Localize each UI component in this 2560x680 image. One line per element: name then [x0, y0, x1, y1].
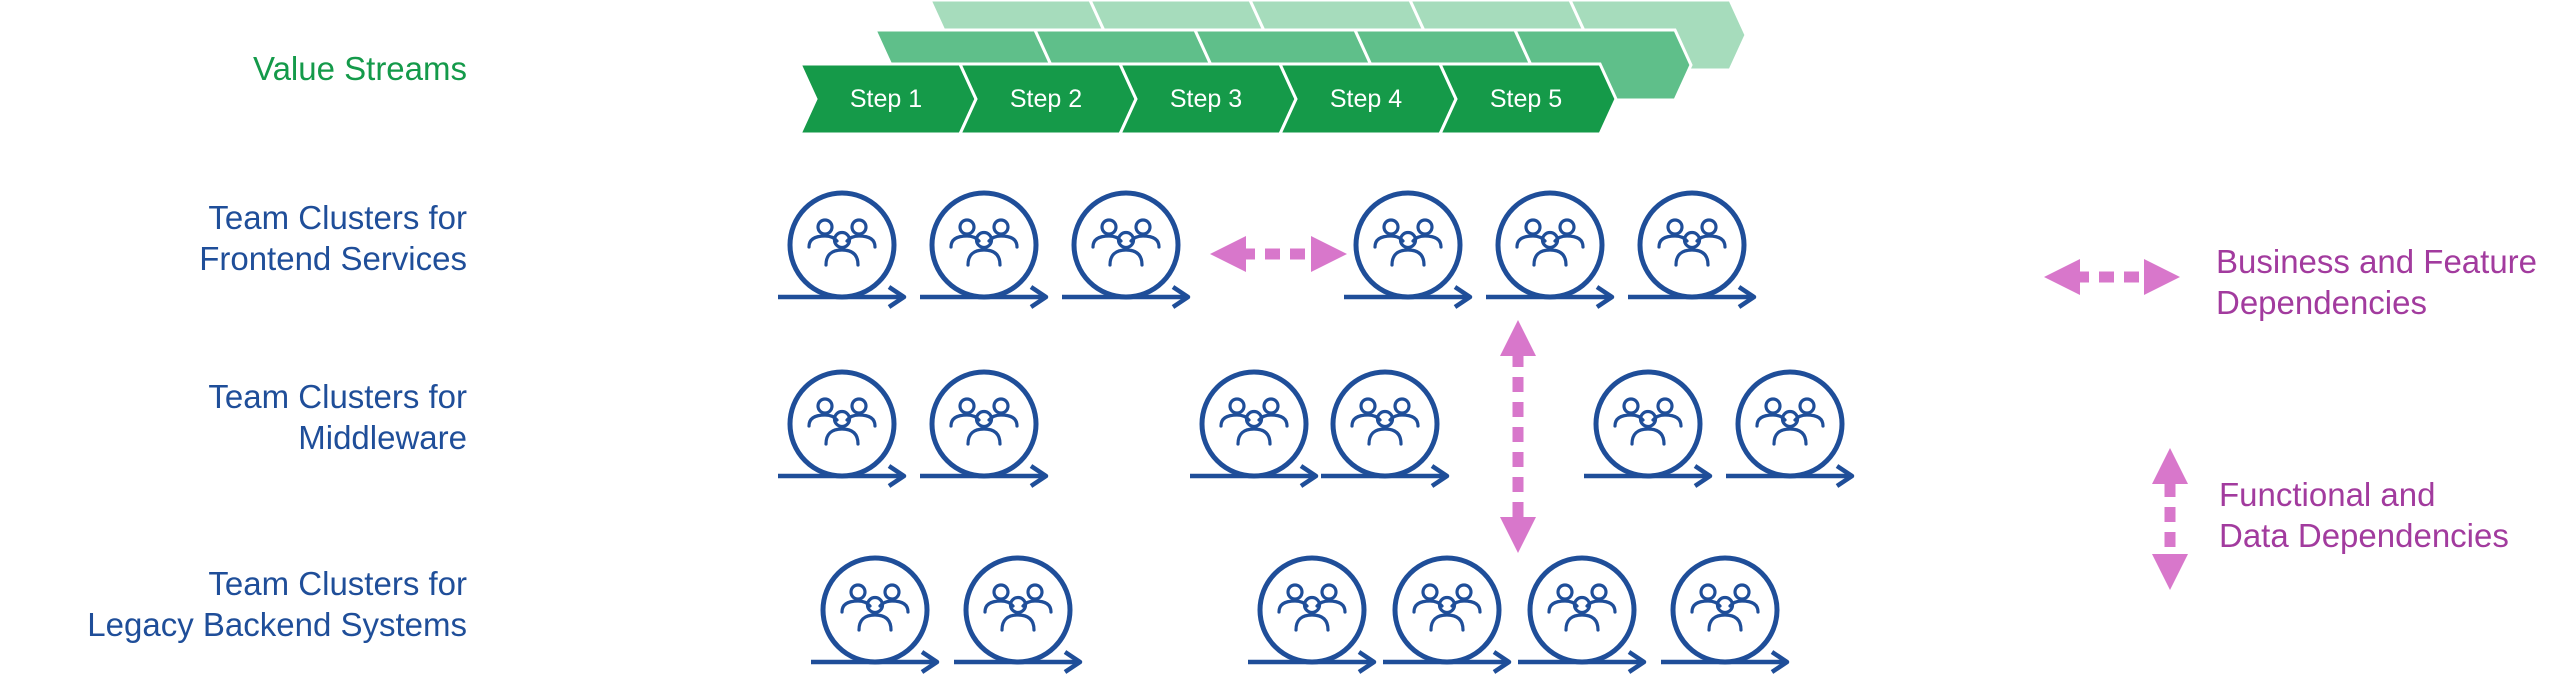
step-label-3: Step 3	[1169, 85, 1243, 113]
legend-horizontal-arrow-icon	[2044, 259, 2180, 295]
step-label-2: Step 2	[1009, 85, 1083, 113]
team-icon	[1628, 193, 1754, 307]
step-label-5: Step 5	[1489, 85, 1563, 113]
legend-business-line2: Dependencies	[2216, 284, 2427, 321]
team-icon	[1062, 193, 1188, 307]
team-icon	[1518, 558, 1644, 672]
legend-business: Business and Feature Dependencies	[2216, 241, 2537, 323]
middleware-label: Team Clusters for Middleware	[208, 376, 467, 458]
legacy-label: Team Clusters for Legacy Backend Systems	[87, 563, 467, 645]
frontend-label: Team Clusters for Frontend Services	[199, 197, 467, 279]
legend-functional-line1: Functional and	[2219, 476, 2436, 513]
team-icon	[778, 372, 904, 486]
functional-dependency-arrow	[1500, 320, 1536, 553]
value-stream-layer-front	[797, 62, 1618, 136]
team-icon	[1248, 558, 1374, 672]
team-icon	[954, 558, 1080, 672]
team-icon	[1726, 372, 1852, 486]
step-label-1: Step 1	[849, 85, 923, 113]
team-icon	[1584, 372, 1710, 486]
team-icon	[1321, 372, 1447, 486]
legend-business-line1: Business and Feature	[2216, 243, 2538, 280]
legend-vertical-arrow-icon	[2152, 448, 2188, 590]
team-icon	[920, 372, 1046, 486]
team-icon	[778, 193, 904, 307]
middleware-label-line2: Middleware	[298, 419, 467, 456]
team-icon	[1661, 558, 1787, 672]
step-chevron-5	[1437, 62, 1618, 136]
legacy-label-line2: Legacy Backend Systems	[87, 606, 467, 643]
team-icon	[1344, 193, 1470, 307]
legacy-label-line1: Team Clusters for	[208, 565, 467, 602]
value-streams-label: Value Streams	[253, 48, 467, 89]
team-icon	[811, 558, 937, 672]
legend-functional-line2: Data Dependencies	[2219, 517, 2509, 554]
frontend-label-line1: Team Clusters for	[208, 199, 467, 236]
step-label-4: Step 4	[1329, 85, 1403, 113]
value-streams-label-text: Value Streams	[253, 50, 467, 87]
middleware-label-line1: Team Clusters for	[208, 378, 467, 415]
legacy-team-cluster	[811, 558, 1787, 672]
frontend-label-line2: Frontend Services	[199, 240, 467, 277]
legend-functional: Functional and Data Dependencies	[2219, 474, 2509, 556]
team-icon	[920, 193, 1046, 307]
business-dependency-arrow	[1210, 236, 1347, 272]
team-icon	[1190, 372, 1316, 486]
team-icon	[1486, 193, 1612, 307]
team-icon	[1383, 558, 1509, 672]
middleware-team-cluster	[778, 372, 1852, 486]
